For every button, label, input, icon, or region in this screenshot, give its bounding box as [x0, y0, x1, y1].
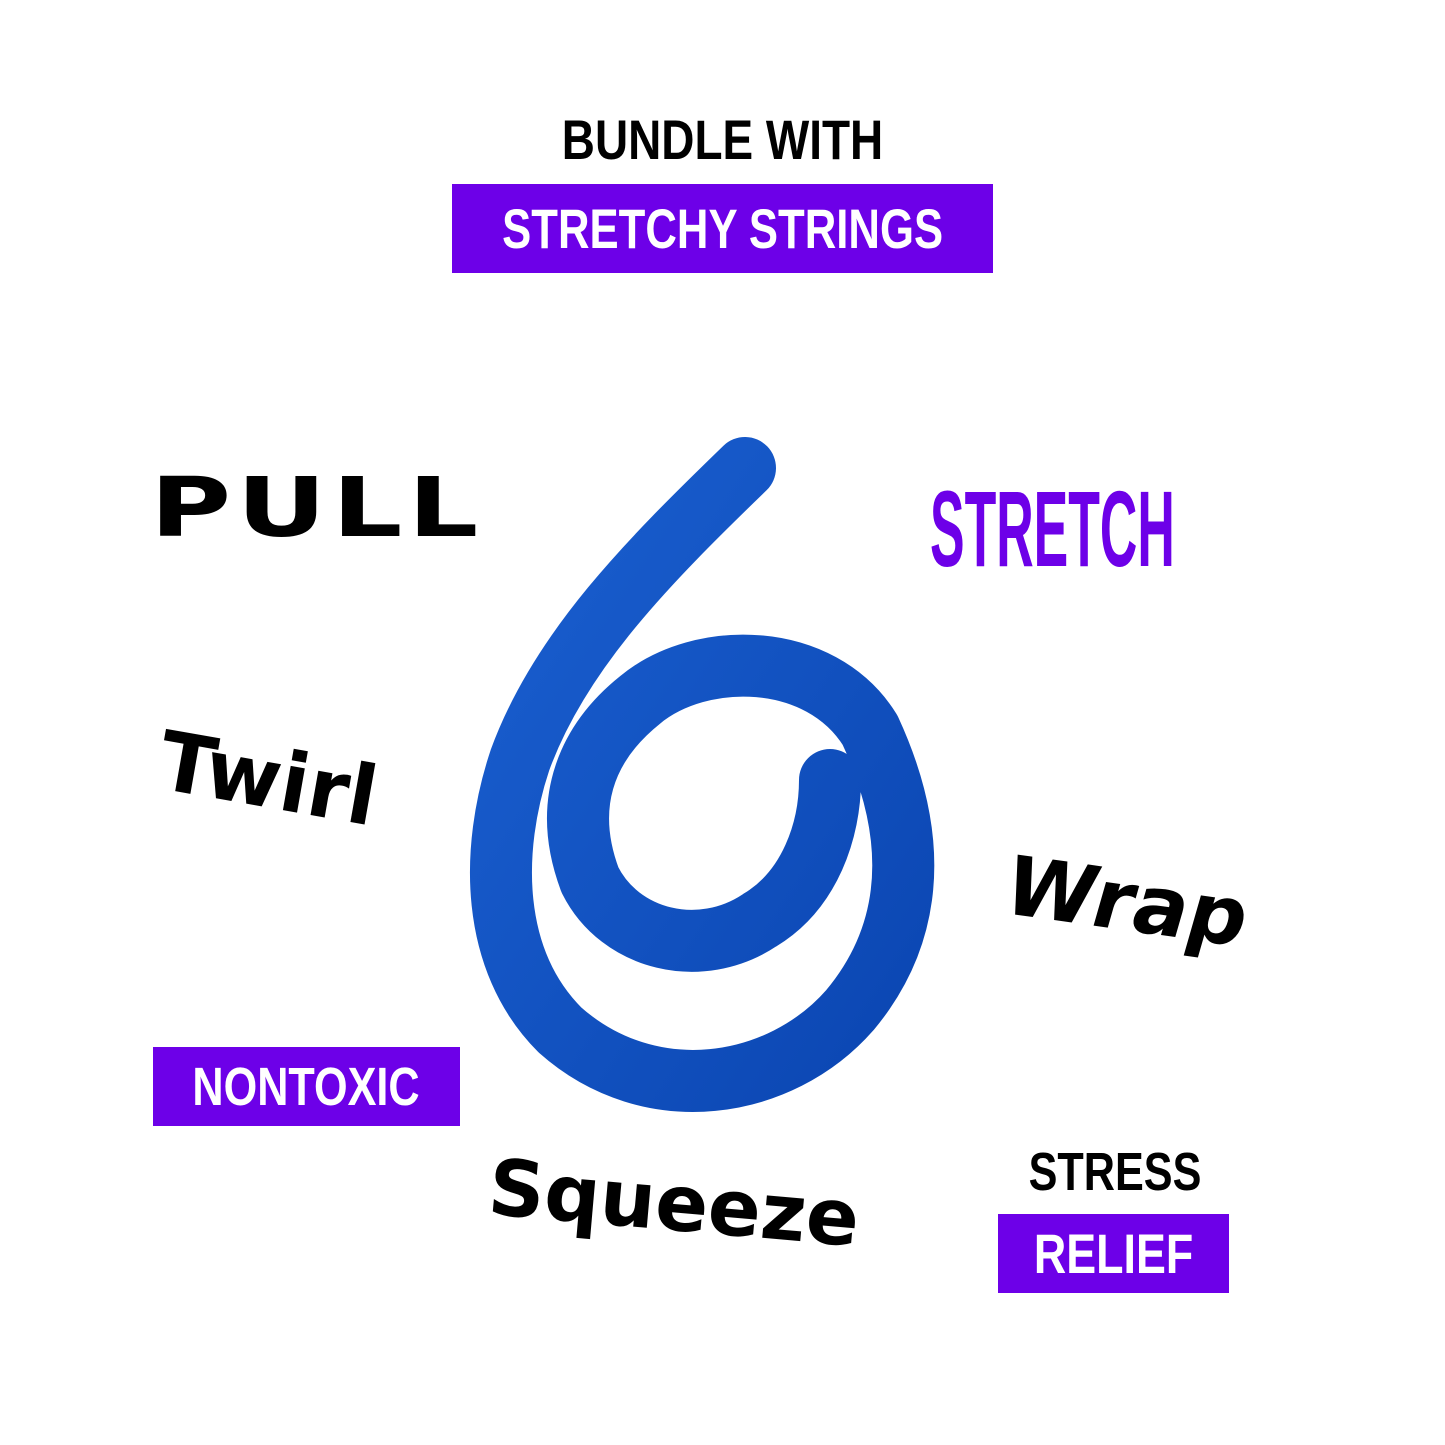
product-banner: STRETCHY STRINGS	[452, 184, 993, 273]
banner-label: STRETCHY STRINGS	[502, 196, 943, 260]
relief-badge: RELIEF	[998, 1214, 1229, 1293]
bundle-title: BUNDLE WITH	[561, 108, 884, 171]
stretch-label: STRETCH	[930, 468, 1175, 589]
relief-label: RELIEF	[1033, 1221, 1194, 1285]
nontoxic-label: NONTOXIC	[192, 1056, 421, 1117]
nontoxic-badge: NONTOXIC	[153, 1047, 460, 1126]
pull-label: PULL	[150, 461, 484, 556]
stress-label: STRESS	[1028, 1142, 1202, 1202]
